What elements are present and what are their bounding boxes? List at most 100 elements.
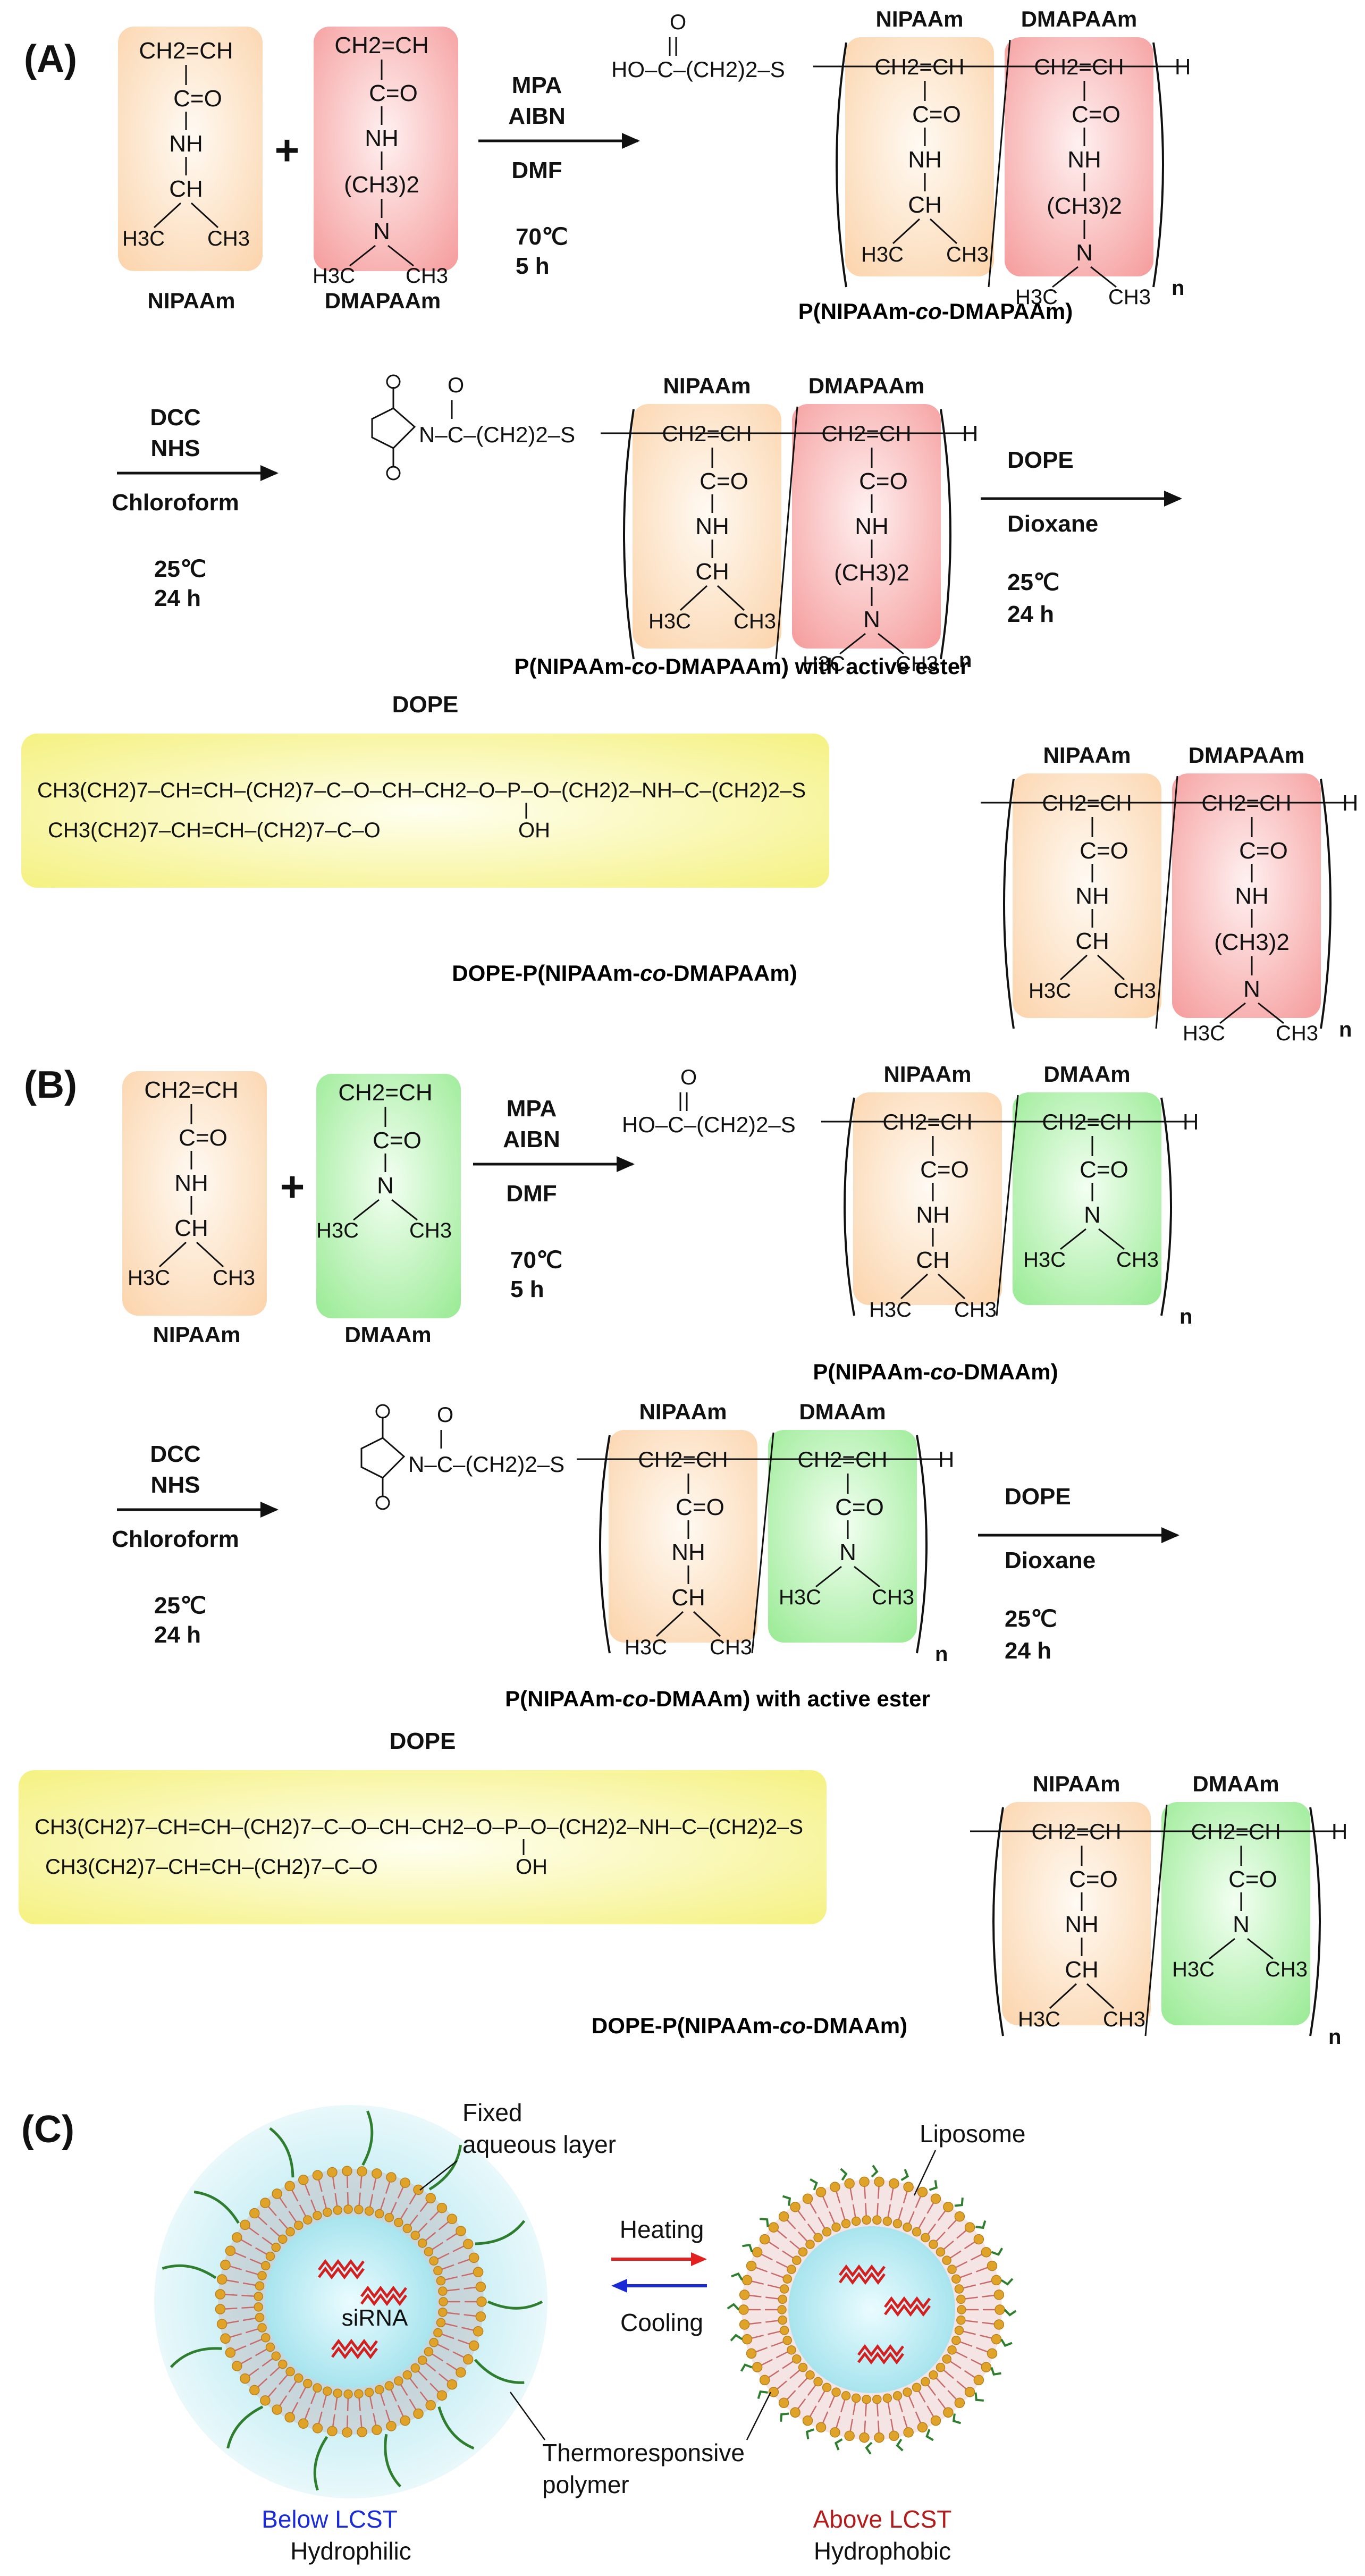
c-liposome-right-tail xyxy=(964,2241,976,2250)
c-liposome-left-tail xyxy=(409,2193,417,2205)
c-liposome-left-tail xyxy=(452,2245,465,2252)
c-liposome-left-tail xyxy=(291,2402,299,2414)
c-collapsed-polymer xyxy=(929,2180,938,2191)
c-liposome-left-head-inner xyxy=(402,2224,412,2233)
b-p1-nip-me-right: CH3 xyxy=(954,1298,997,1321)
c-liposome-right-tail xyxy=(937,2398,947,2410)
c-collapsed-polymer xyxy=(900,2169,909,2181)
a-dope-label: DOPE xyxy=(392,692,459,718)
c-liposome-right-tail xyxy=(797,2398,806,2410)
b-step3-arrow-head xyxy=(1161,1527,1179,1543)
c-liposome-left-tail xyxy=(267,2387,277,2398)
c-liposome-right-core xyxy=(788,2226,955,2393)
b-p2-nip-ch2ch: CH2=CH xyxy=(638,1447,728,1472)
c-liposome-left-head xyxy=(386,2421,397,2431)
c-liposome-left-tail-inner xyxy=(444,2323,458,2327)
c-liposome-left-head-inner xyxy=(285,2367,295,2377)
b-dmaam-top: CH2=CH xyxy=(338,1080,432,1106)
c-liposome-right-tail-inner xyxy=(877,2403,879,2417)
c-liposome-left-tail xyxy=(429,2210,440,2221)
c-liposome-left-tail xyxy=(397,2186,405,2199)
b-p3-sec-ch2ch: CH2=CH xyxy=(1191,1819,1280,1844)
c-liposome-left-head xyxy=(225,2347,236,2358)
c-liposome-left-head xyxy=(220,2333,231,2344)
c-liposome-right-head-inner xyxy=(936,2247,946,2257)
c-liposome-right-head xyxy=(830,2427,840,2438)
c-sirna-left-1-strand2 xyxy=(318,2266,365,2280)
c-liposome-right-head xyxy=(790,2201,801,2212)
b-step1-time: 5 h xyxy=(510,1276,544,1302)
c-sirna-left-2-strand2 xyxy=(360,2293,407,2306)
c-liposome-left-tail xyxy=(461,2272,475,2277)
a-p2-end-ring-o2-atom xyxy=(386,466,401,481)
c-liposome-left-head-inner xyxy=(424,2347,434,2356)
c-liposome-left-head xyxy=(473,2326,484,2337)
c-liposome-right-tail-inner xyxy=(771,2341,784,2347)
c-liposome-left-head-inner xyxy=(364,2387,374,2397)
a-p1-nip-me-left: H3C xyxy=(861,243,904,266)
a-nipaam-ch: CH xyxy=(169,176,203,202)
c-liposome-right-head xyxy=(802,2415,813,2426)
b-p1-nip-amide: C=O xyxy=(920,1157,969,1183)
c-sirna-left-3-strand2 xyxy=(331,2346,378,2360)
b-p3-nip-amide: C=O xyxy=(1069,1866,1118,1892)
c-liposome-right-head xyxy=(830,2182,840,2192)
b-p1-second-box xyxy=(1013,1092,1161,1305)
b-p3-dma-b3 xyxy=(1209,1938,1235,1960)
b-step2-temp: 25℃ xyxy=(154,1593,206,1619)
c-liposome-right-tail-inner xyxy=(955,2261,968,2268)
a-p3-nip-nh: NH xyxy=(1075,883,1109,909)
c-extended-polymer xyxy=(487,2300,543,2310)
c-liposome-right-head-inner xyxy=(956,2315,966,2325)
c-liposome-right-head-inner xyxy=(787,2264,796,2274)
c-liposome-left-tail xyxy=(248,2368,259,2377)
c-liposome-left-tail-inner xyxy=(437,2344,450,2351)
c-liposome-right-tail xyxy=(748,2294,762,2297)
c-liposome-right-head-inner xyxy=(798,2362,808,2372)
a-nipaam-top: CH2=CH xyxy=(139,38,233,64)
a-p2-second-box xyxy=(792,404,941,649)
c-liposome-right-head xyxy=(768,2222,779,2233)
c-liposome-right-tail-inner xyxy=(898,2400,903,2412)
c-liposome-right-head-inner xyxy=(954,2284,964,2294)
a-dmapaam-monomer-box xyxy=(314,27,458,271)
b-p2-dma-amide: C=O xyxy=(835,1494,884,1520)
c-liposome-right-tail xyxy=(971,2359,983,2366)
c-liposome-right-head-inner xyxy=(841,2391,851,2401)
c-liposome-right-tail xyxy=(947,2390,957,2401)
c-liposome-left-tail-inner xyxy=(446,2312,460,2315)
c-liposome-left-head xyxy=(272,2188,282,2199)
c-liposome-left-head-inner xyxy=(417,2238,427,2248)
c-liposome-left-head xyxy=(327,2167,338,2178)
b-p2-n: n xyxy=(935,1643,948,1666)
c-sirna-right-2 xyxy=(884,2296,931,2310)
c-liposome-left-head xyxy=(468,2252,479,2263)
c-liposome-left-head-inner xyxy=(303,2215,313,2225)
a-p3-nip-b4 xyxy=(1059,954,1088,981)
c-liposome-left-tail xyxy=(458,2339,470,2345)
c-liposome-left-tail xyxy=(291,2189,299,2202)
c-liposome-right-head-inner xyxy=(851,2393,861,2403)
a-p2-nipaam-box xyxy=(633,404,781,649)
c-extended-polymer xyxy=(313,2436,328,2491)
a-p3-paren-right xyxy=(1320,778,1332,1029)
b-step2-arrow-head xyxy=(260,1502,279,1518)
c-liposome-left-tail xyxy=(248,2227,259,2236)
c-liposome-left-tail-inner xyxy=(279,2374,288,2385)
c-liposome-right-head xyxy=(778,2397,789,2409)
c-liposome-left-head xyxy=(260,2198,271,2208)
c-liposome-left-head xyxy=(284,2412,295,2423)
c-liposome-right-head xyxy=(954,2397,965,2409)
b-p2-sec-ch2ch: CH2=CH xyxy=(797,1447,887,1472)
c-liposome-left-tail-inner xyxy=(241,2306,255,2309)
c-liposome-right-tail-inner xyxy=(840,2207,846,2220)
c-collapsed-polymer xyxy=(990,2367,1001,2376)
c-liposome-left-tail xyxy=(397,2405,405,2418)
c-liposome-left-tail xyxy=(429,2383,440,2393)
c-liposome-left-head-inner xyxy=(438,2308,448,2317)
c-liposome-right-head xyxy=(903,2427,914,2438)
c-liposome-left-head xyxy=(436,2202,448,2213)
c-polymer-line1: Thermoresponsive xyxy=(542,2439,745,2466)
c-liposome-right-tail xyxy=(982,2294,995,2297)
